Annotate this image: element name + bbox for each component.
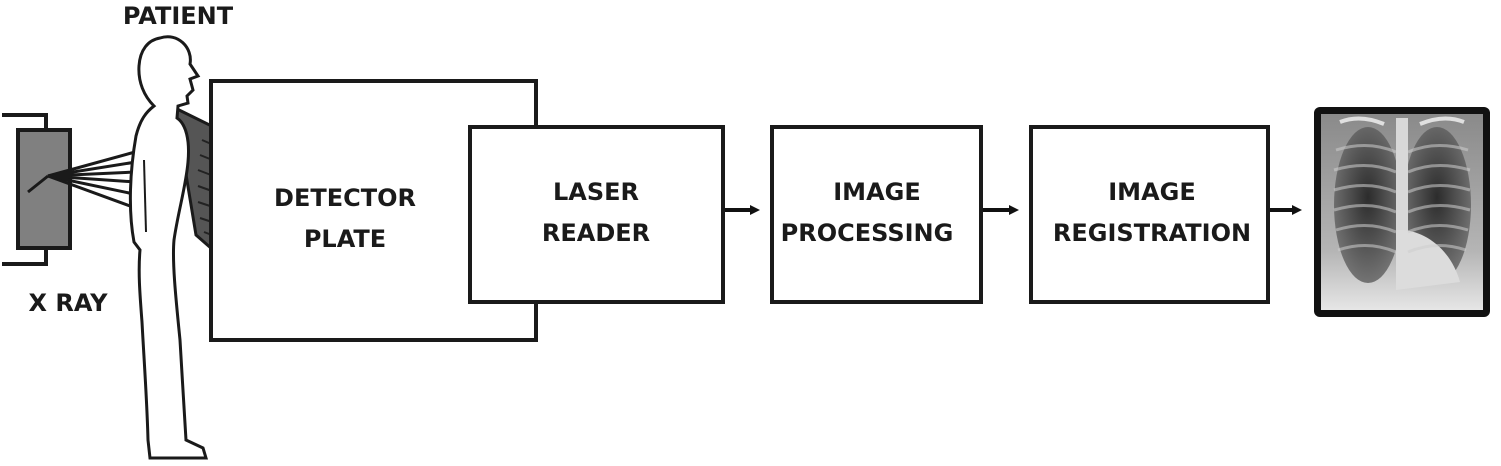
laser-label-line1: LASER <box>553 178 639 206</box>
registration-label-line1: IMAGE <box>1108 178 1195 206</box>
processing-label-line1: IMAGE <box>833 178 920 206</box>
xray-label: X RAY <box>29 289 109 317</box>
processing-label-line2: PROCESSING <box>781 219 954 247</box>
detector-label-line2: PLATE <box>304 225 386 253</box>
chest-xray-image-icon <box>1314 107 1490 317</box>
patient-label: PATIENT <box>123 2 234 30</box>
xray-beams <box>47 150 137 208</box>
laser-reader-box <box>468 125 725 304</box>
patient-silhouette-icon <box>128 35 209 460</box>
image-registration-box <box>1029 125 1270 304</box>
xray-source-icon <box>2 113 72 266</box>
detector-label-line1: DETECTOR <box>274 184 416 212</box>
image-processing-box <box>770 125 983 304</box>
laser-label-line2: READER <box>542 219 650 247</box>
registration-label-line2: REGISTRATION <box>1053 219 1251 247</box>
